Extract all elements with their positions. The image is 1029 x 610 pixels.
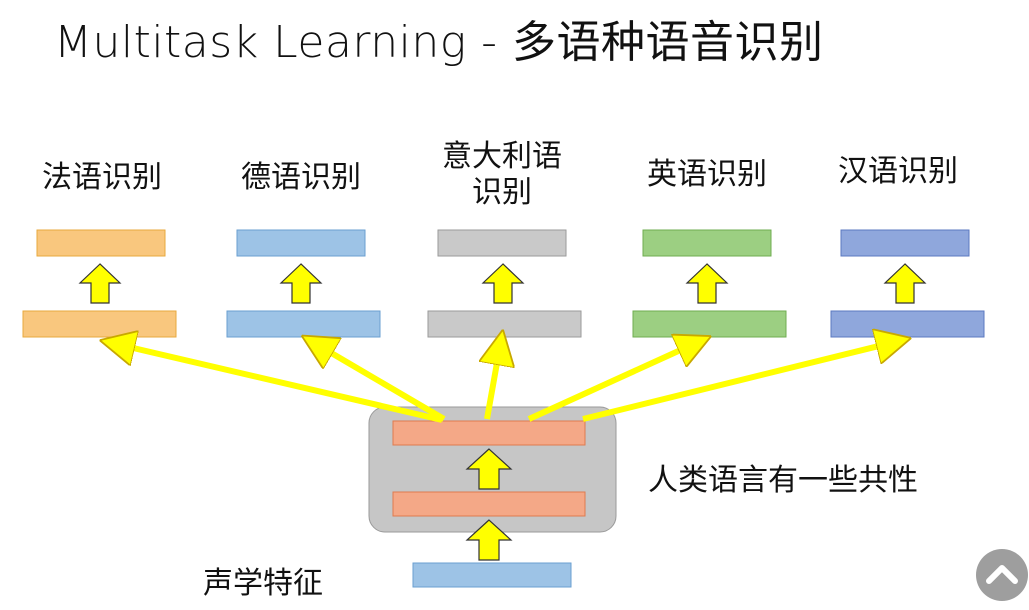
up-arrow-input: [465, 519, 513, 561]
chevron-up-icon: [986, 565, 1018, 584]
task-german-bottom-layer: [226, 310, 381, 338]
task-label-chinese: 汉语识别: [838, 154, 958, 189]
task-english-bottom-layer: [632, 310, 787, 338]
input-layer: [412, 562, 572, 588]
shared-layer-top: [392, 420, 586, 446]
input-label: 声学特征: [203, 566, 323, 601]
task-label-italian: 意大利语 识别: [442, 139, 562, 210]
task-french-layers: [22, 229, 177, 338]
scroll-up-button[interactable]: [976, 549, 1028, 601]
task-label-french: 法语识别: [42, 160, 162, 195]
task-german-top-layer: [236, 229, 366, 257]
arrow-to-chinese: [582, 342, 895, 422]
task-italian-bottom-layer: [427, 310, 582, 338]
task-german-layers: [226, 229, 381, 338]
up-arrow-french: [78, 263, 122, 304]
shared-layer-bottom: [392, 491, 586, 517]
arrow-to-italian: [487, 346, 500, 420]
arrow-to-english: [527, 343, 696, 422]
up-arrow-chinese: [883, 263, 927, 304]
up-arrow-shared: [465, 448, 513, 490]
up-arrow-italian: [481, 263, 525, 304]
arrow-to-german: [316, 344, 446, 422]
task-chinese-top-layer: [840, 229, 970, 257]
arrow-to-french: [116, 344, 443, 423]
task-italian-top-layer: [437, 229, 567, 257]
block-up-arrows: [78, 263, 927, 561]
task-english-top-layer: [642, 229, 772, 257]
task-chinese-bottom-layer: [830, 310, 985, 338]
task-english-layers: [632, 229, 787, 338]
up-arrow-german: [279, 263, 323, 304]
task-label-german: 德语识别: [241, 160, 361, 195]
task-label-english: 英语识别: [647, 157, 767, 192]
task-french-bottom-layer: [22, 310, 177, 338]
shared-note: 人类语言有一些共性: [648, 463, 918, 498]
fan-out-arrows: [116, 342, 895, 423]
slide-title: Multitask Learning - 多语种语音识别: [54, 17, 824, 68]
up-arrow-english: [685, 263, 729, 304]
task-french-top-layer: [36, 229, 166, 257]
